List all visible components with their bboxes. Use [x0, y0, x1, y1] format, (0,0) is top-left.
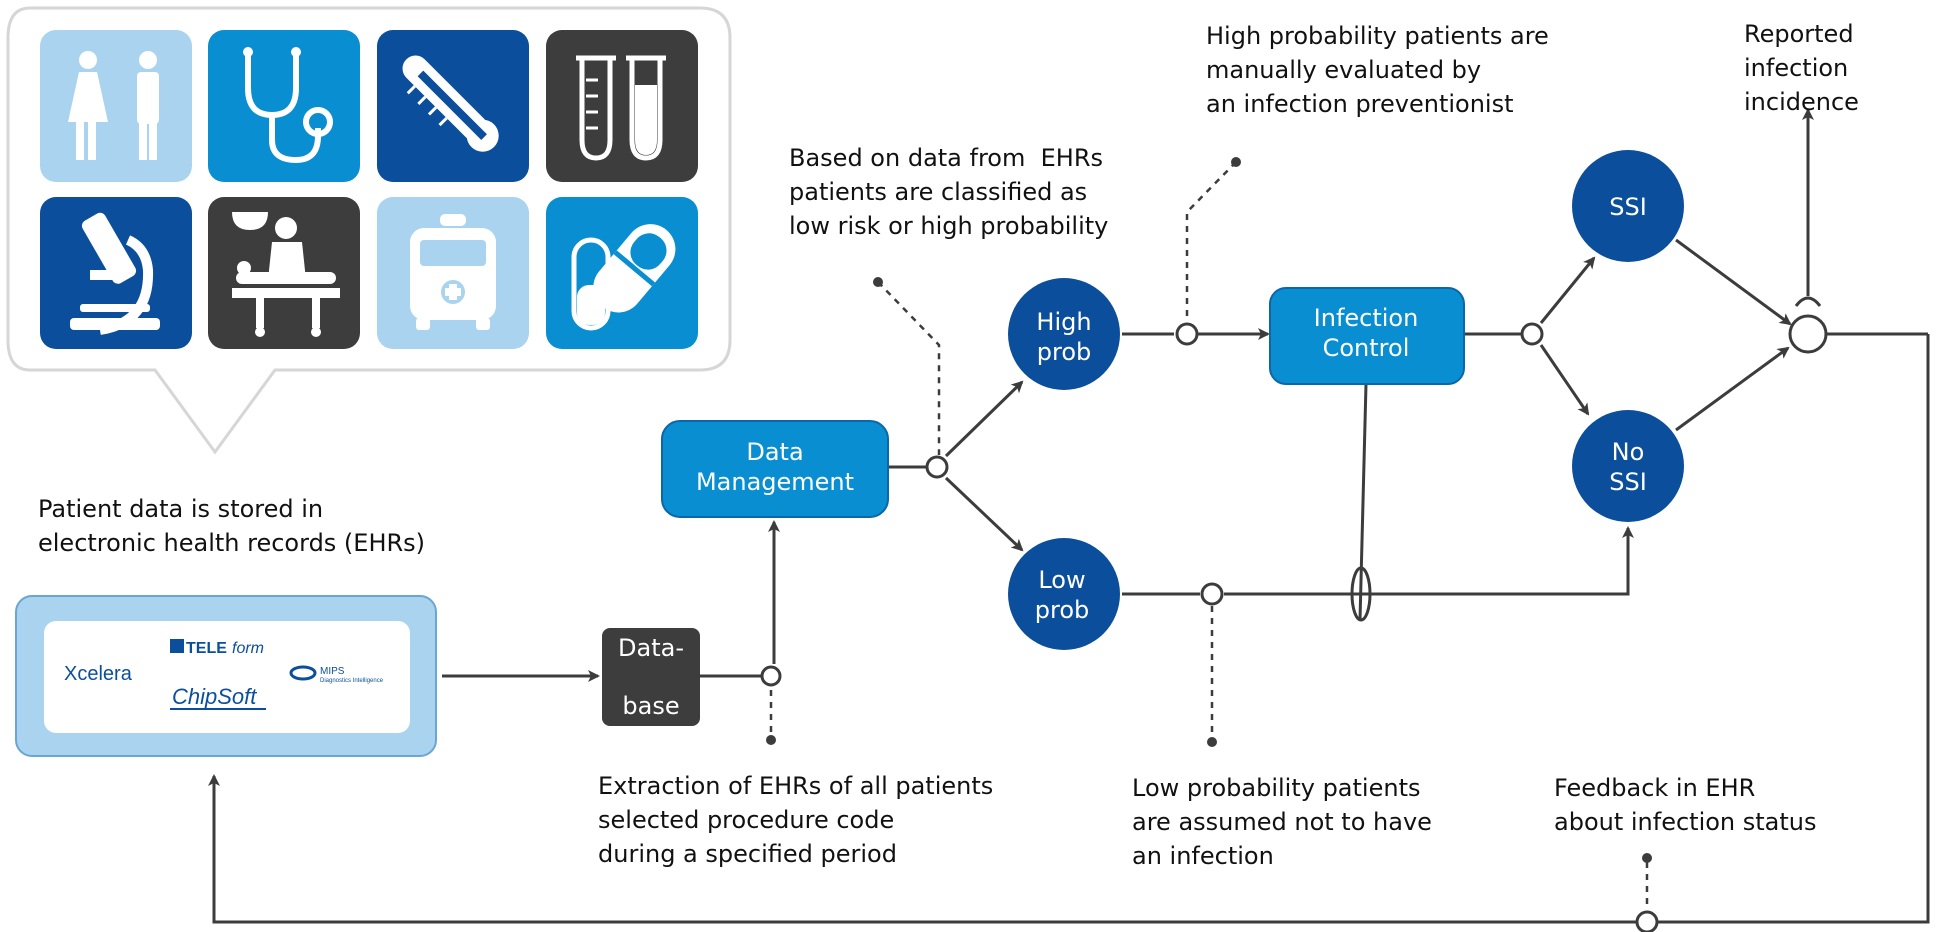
operating-table-icon	[208, 197, 360, 349]
connectors	[208, 108, 1930, 924]
callout-leaders	[769, 161, 1649, 910]
label-reported-incidence: Reported infection incidence	[1744, 20, 1859, 116]
svg-text:during a specified period: during a specified period	[598, 840, 897, 868]
svg-text:Based on data from EHRs: Based on data from EHRs	[789, 144, 1103, 172]
capsule-icon	[546, 197, 698, 349]
people-icon	[40, 30, 192, 182]
svg-text:about infection status: about infection status	[1554, 808, 1817, 836]
svg-text:incidence: incidence	[1744, 88, 1859, 116]
data-management-node: Data Management	[661, 420, 889, 518]
label-low-assumed: Low probability patients are assumed not…	[1132, 774, 1432, 870]
svg-text:Patient data is stored in: Patient data is stored in	[38, 495, 323, 523]
svg-text:Data: Data	[746, 438, 803, 466]
label-feedback: Feedback in EHR about infection status	[1554, 774, 1817, 836]
svg-text:MIPS: MIPS	[320, 666, 345, 677]
svg-text:Low: Low	[1038, 566, 1085, 594]
mips-logo: MIPS Diagnostics Intelligence	[289, 665, 384, 684]
svg-text:No: No	[1612, 438, 1645, 466]
ehr-systems-box: Xcelera TELE form ChipSoft MIPS Diagnost…	[15, 595, 437, 757]
svg-text:High probability patients are: High probability patients are	[1206, 22, 1549, 50]
svg-text:Control: Control	[1323, 334, 1410, 362]
stethoscope-icon	[208, 30, 360, 182]
svg-text:Management: Management	[696, 468, 854, 496]
svg-text:form: form	[232, 640, 264, 657]
svg-text:SSI: SSI	[1609, 468, 1647, 496]
svg-text:Reported: Reported	[1744, 20, 1854, 48]
callout-dots	[766, 157, 1652, 863]
svg-text:prob: prob	[1035, 596, 1090, 624]
microscope-icon	[40, 197, 192, 349]
svg-text:Low probability patients: Low probability patients	[1132, 774, 1420, 802]
xcelera-logo: Xcelera	[64, 663, 133, 685]
svg-text:base: base	[622, 692, 679, 720]
label-ehr-storage: Patient data is stored in electronic hea…	[38, 495, 425, 557]
svg-text:infection: infection	[1744, 54, 1848, 82]
svg-text:Feedback in EHR: Feedback in EHR	[1554, 774, 1755, 802]
label-classification: Based on data from EHRs patients are cla…	[789, 144, 1108, 240]
ambulance-icon	[377, 197, 529, 349]
ssi-node: SSI	[1572, 150, 1684, 262]
svg-text:an infection: an infection	[1132, 842, 1274, 870]
svg-text:Data-: Data-	[618, 634, 684, 662]
svg-text:prob: prob	[1037, 338, 1092, 366]
test-tubes-icon	[546, 30, 698, 182]
svg-text:are assumed not to have: are assumed not to have	[1132, 808, 1432, 836]
svg-text:an infection preventionist: an infection preventionist	[1206, 90, 1514, 118]
svg-text:Diagnostics Intelligence: Diagnostics Intelligence	[320, 678, 384, 684]
svg-text:TELE: TELE	[186, 640, 227, 657]
thermometer-icon	[377, 30, 529, 182]
svg-text:manually evaluated by: manually evaluated by	[1206, 56, 1481, 84]
svg-text:Extraction of EHRs of all pati: Extraction of EHRs of all patients	[598, 772, 993, 800]
database-node: Data- base	[602, 628, 700, 726]
junction-points	[760, 314, 1828, 932]
chipsoft-logo: ChipSoft	[170, 684, 266, 710]
svg-text:selected procedure code: selected procedure code	[598, 806, 894, 834]
high-prob-node: High prob	[1008, 278, 1120, 390]
no-ssi-node: No SSI	[1572, 410, 1684, 522]
svg-text:SSI: SSI	[1609, 193, 1647, 221]
low-prob-node: Low prob	[1008, 538, 1120, 650]
infection-control-node: Infection Control	[1269, 287, 1465, 385]
svg-text:High: High	[1036, 308, 1091, 336]
teleform-logo: TELE form	[170, 639, 264, 657]
label-extraction: Extraction of EHRs of all patients selec…	[598, 772, 993, 868]
label-manual-evaluation: High probability patients are manually e…	[1206, 22, 1549, 118]
svg-text:Infection: Infection	[1314, 304, 1419, 332]
svg-text:ChipSoft: ChipSoft	[172, 684, 257, 709]
svg-text:electronic health records (EHR: electronic health records (EHRs)	[38, 529, 425, 557]
svg-text:patients are classified as: patients are classified as	[789, 178, 1087, 206]
svg-text:low risk or high probability: low risk or high probability	[789, 212, 1108, 240]
